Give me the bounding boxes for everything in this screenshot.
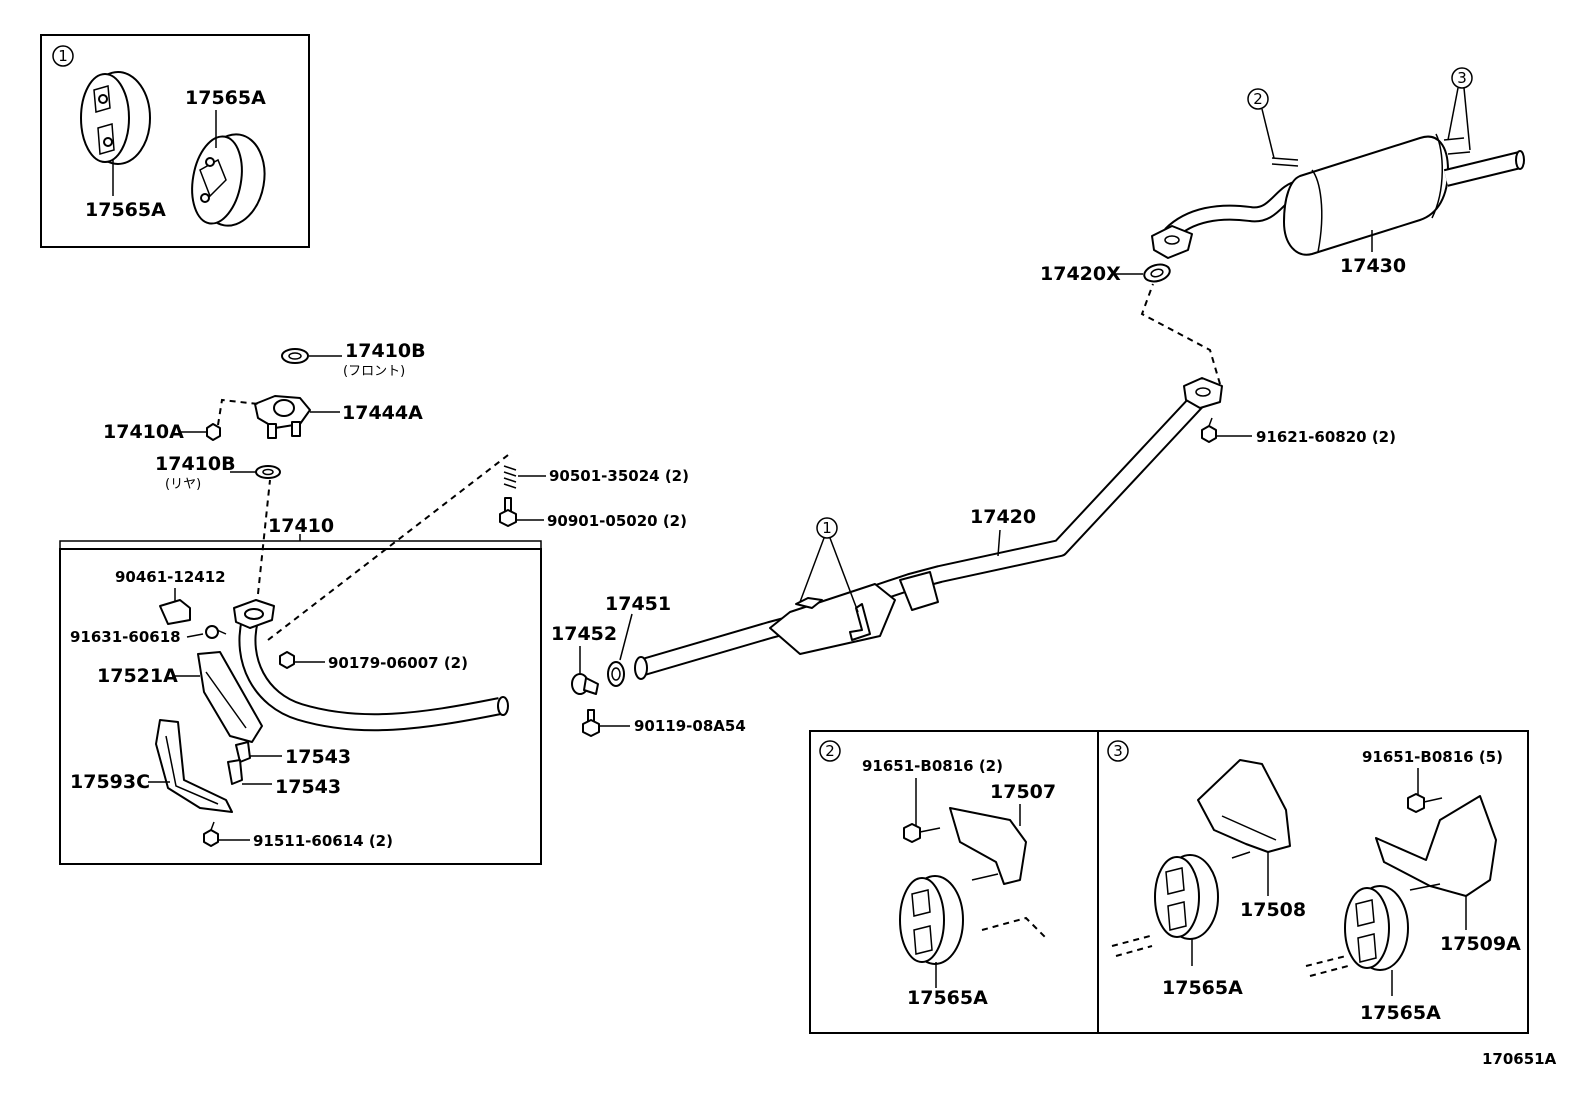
label-17521A: 17521A: [97, 665, 178, 687]
svg-text:1: 1: [822, 519, 832, 537]
label-17410B-rear-sub: (リヤ): [165, 477, 201, 492]
svg-text:3: 3: [1113, 742, 1123, 760]
svg-text:2: 2: [1253, 90, 1263, 108]
label-17507: 17507: [990, 781, 1056, 803]
bolt-icon: [203, 821, 219, 847]
label-17543-a: 17543: [285, 746, 351, 768]
joint-parts-group: 17451 17452 90119-08A54: [551, 593, 746, 737]
label-91651-B0816-5: 91651-B0816 (5): [1362, 748, 1503, 766]
label-90119-08A54: 90119-08A54: [634, 717, 746, 735]
label-17410B-front-sub: (フロント): [343, 364, 405, 379]
nut-icon: [279, 651, 295, 669]
inset-3-callout: 3: [1107, 740, 1129, 762]
bolt-icon: [582, 709, 600, 737]
callout-1-center: 1: [816, 517, 838, 539]
label-17593C: 17593C: [70, 771, 150, 793]
bolt-icon: [903, 823, 941, 843]
bracket-icon: [227, 759, 243, 785]
gasket-icon: [607, 661, 625, 687]
svg-text:3: 3: [1457, 69, 1467, 87]
label-17410B-front: 17410B: [345, 340, 426, 362]
rubber-hanger-icon: [191, 133, 266, 227]
callout-3-top: 3: [1451, 67, 1473, 89]
front-exhaust-pipe: [233, 599, 509, 732]
bracket-icon: [949, 807, 1027, 885]
label-91511-60614: 91511-60614 (2): [253, 832, 393, 850]
clip-icon: [159, 599, 191, 625]
tail-muffler-group: 17420X 2 3 17430: [1040, 67, 1525, 385]
label-91651-B0816-2: 91651-B0816 (2): [862, 757, 1003, 775]
front-pipe-frame: [59, 548, 542, 865]
inset-2-callout: 2: [819, 740, 841, 762]
rubber-hanger-icon: [899, 875, 964, 965]
label-90461-12412: 90461-12412: [115, 568, 226, 586]
gasket-icon: [281, 348, 309, 364]
bolt-icon: [1201, 417, 1217, 443]
label-17565A-inset3-a: 17565A: [1162, 977, 1243, 999]
label-17565A-top: 17565A: [185, 87, 266, 109]
nut-icon: [206, 423, 221, 441]
resonator-body: [769, 583, 896, 655]
front-pipe-box: 17410 90461-12412 91631-60618 901: [59, 451, 542, 865]
bracket-icon: [235, 741, 251, 763]
inset-2-3-group: 2 91651-B0816 (2) 17507 17565A 3 91651-B…: [809, 730, 1529, 1034]
label-90179-06007: 90179-06007 (2): [328, 654, 468, 672]
spring-icon: [503, 465, 517, 489]
gasket-icon: [255, 465, 281, 479]
rubber-hanger-icon: [1154, 854, 1219, 940]
label-17444A: 17444A: [342, 402, 423, 424]
bracket-icon: [1375, 795, 1497, 897]
label-17410B-rear: 17410B: [155, 453, 236, 475]
inset-1-callout: 1: [52, 45, 74, 67]
label-17420: 17420: [970, 506, 1036, 528]
callout-2-top: 2: [1247, 88, 1269, 110]
svg-text:2: 2: [825, 742, 835, 760]
label-17508: 17508: [1240, 899, 1306, 921]
center-exhaust-pipe: 1 17420 91621-60820 (2): [634, 377, 1396, 680]
label-17452: 17452: [551, 623, 617, 645]
bracket-icon: [1197, 759, 1291, 853]
bolt-icon: [1407, 793, 1443, 813]
label-17451: 17451: [605, 593, 671, 615]
label-17565A-bottom: 17565A: [85, 199, 166, 221]
label-17430: 17430: [1340, 255, 1406, 277]
inset-2-3-frame: [809, 730, 1529, 1034]
label-17565A-inset2: 17565A: [907, 987, 988, 1009]
flange-icon: [254, 395, 311, 439]
label-91631-60618: 91631-60618: [70, 628, 181, 646]
front-mount-group: 17410B (フロント) 17444A 17410A 17410B (リヤ): [103, 340, 426, 492]
inset-1-frame: [40, 34, 310, 248]
clamp-icon: [571, 673, 599, 695]
bolt-icon: [499, 497, 517, 527]
inset-1-hanger-options: 1 17565A 17565A: [40, 34, 310, 248]
rubber-hanger-icon: [80, 71, 151, 165]
heat-insulator-icon: [197, 651, 263, 743]
label-17410A: 17410A: [103, 421, 184, 443]
figure-code: 170651A: [1482, 1050, 1557, 1068]
label-90501-35024: 90501-35024 (2): [549, 467, 689, 485]
rubber-hanger-icon: [1344, 885, 1409, 971]
label-17410: 17410: [268, 515, 334, 537]
label-17420X: 17420X: [1040, 263, 1121, 285]
bolt-icon: [205, 625, 227, 639]
gasket-icon: [1143, 263, 1171, 283]
label-17565A-inset3-b: 17565A: [1360, 1002, 1441, 1024]
spring-bolt-group: 90501-35024 (2) 90901-05020 (2): [499, 465, 689, 530]
label-17543-b: 17543: [275, 776, 341, 798]
label-17509A: 17509A: [1440, 933, 1521, 955]
heat-insulator-icon: [155, 719, 233, 813]
label-91621-60820: 91621-60820 (2): [1256, 428, 1396, 446]
label-90901-05020: 90901-05020 (2): [547, 512, 687, 530]
muffler-body: [1283, 135, 1449, 256]
callout-1-text: 1: [58, 47, 68, 65]
